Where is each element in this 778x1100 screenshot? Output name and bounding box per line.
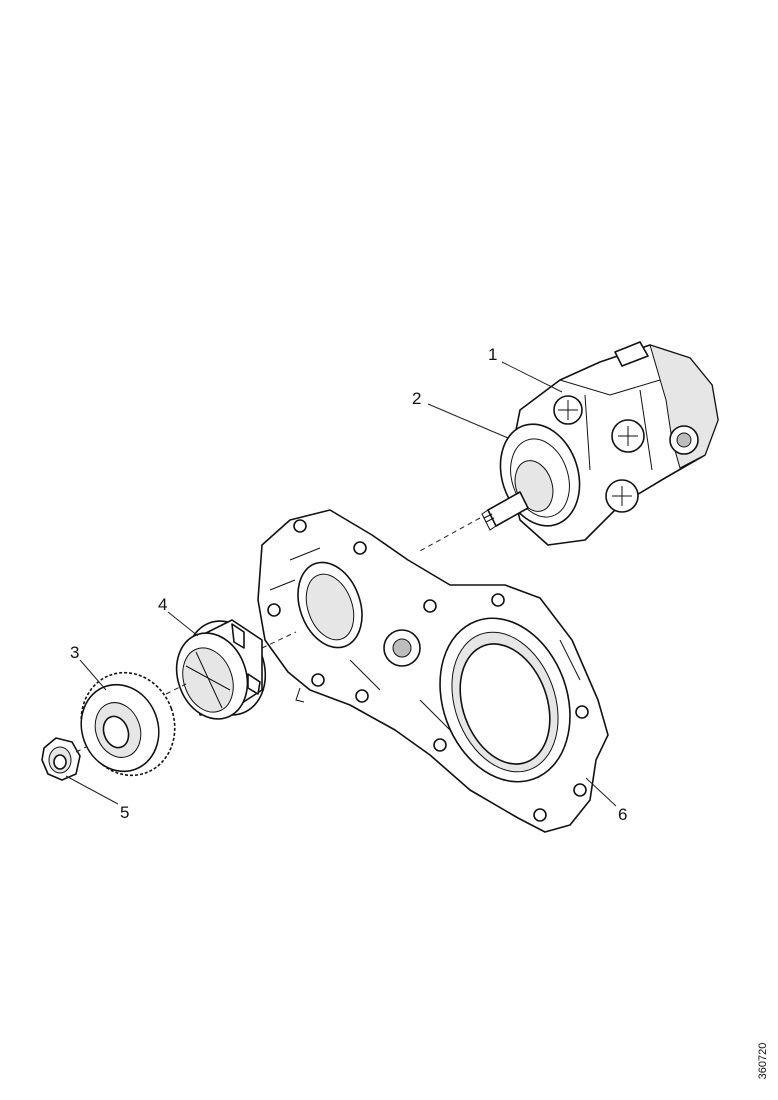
leader-line-6	[585, 777, 617, 807]
assembly-axis-sleeve	[261, 631, 297, 649]
callout-1: 1	[488, 345, 497, 364]
leader-line-1	[501, 361, 563, 393]
callout-4: 4	[158, 595, 167, 614]
nut	[41, 737, 81, 781]
gear	[80, 671, 176, 777]
callout-5: 5	[120, 803, 129, 822]
callout-3: 3	[70, 643, 79, 662]
leader-line-3	[79, 659, 107, 691]
housing-flange-plate	[257, 509, 609, 833]
leader-line-2	[427, 403, 509, 439]
reference-code: 360720	[757, 1042, 769, 1080]
callout-6: 6	[618, 805, 627, 824]
assembly-axis-nut	[75, 746, 87, 753]
pump-assembly	[481, 341, 719, 546]
leader-line-5	[65, 775, 119, 805]
assembly-axis-pump	[417, 517, 481, 553]
callout-2: 2	[412, 389, 421, 408]
coupling-sleeve	[175, 619, 267, 720]
leader-line-4	[167, 611, 199, 637]
assembly-axis-gear	[165, 683, 187, 695]
